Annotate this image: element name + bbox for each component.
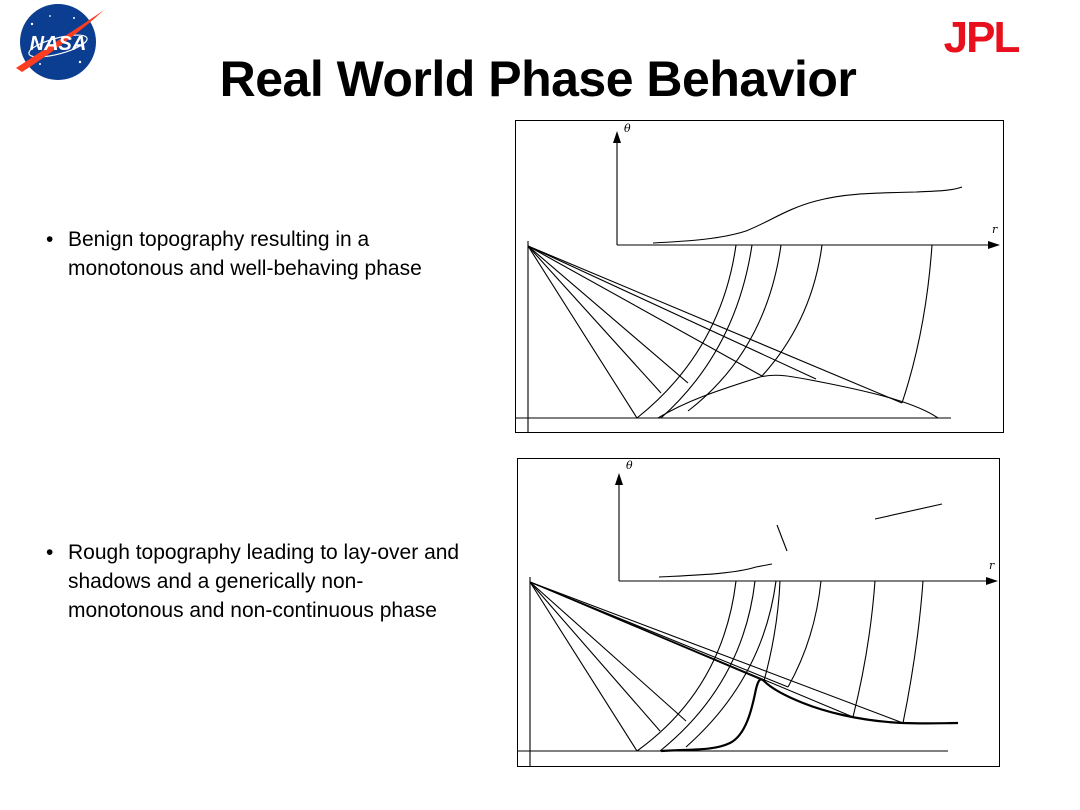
y-axis-label: θ (624, 122, 631, 135)
radar-rays (529, 581, 904, 752)
terrain-profile (657, 374, 939, 419)
x-axis-label: r (992, 223, 998, 236)
radar-rays (527, 245, 903, 419)
y-axis-label: θ (626, 459, 633, 472)
phase-plot-axes (615, 473, 998, 585)
benign-topography-figure: θ r (515, 120, 1004, 433)
jpl-wordmark-icon: JPL (944, 16, 1020, 60)
bullet-marker: • (46, 228, 54, 251)
jpl-logo: JPL (944, 16, 1022, 60)
phase-plot-axes (613, 131, 1000, 249)
nasa-logo-text: NASA (30, 33, 87, 55)
nasa-meatball-icon: NASA (16, 4, 104, 80)
bullet-text: Rough topography leading to lay-over and… (68, 541, 460, 622)
terrain-profile (660, 678, 959, 753)
nasa-logo: NASA (16, 4, 104, 80)
bullet-text: Benign topography resulting in a monoton… (68, 228, 422, 280)
phase-curve-segments (658, 503, 943, 578)
slide-title: Real World Phase Behavior (219, 51, 857, 107)
rough-topography-figure: θ r (517, 458, 1000, 767)
x-axis-label: r (989, 559, 995, 572)
range-arcs (636, 580, 924, 752)
phase-curve (652, 186, 963, 244)
bullet-marker: • (46, 541, 54, 564)
bullet-item: • Rough topography leading to lay-over a… (46, 538, 516, 625)
bullet-item: • Benign topography resulting in a monot… (46, 225, 486, 283)
